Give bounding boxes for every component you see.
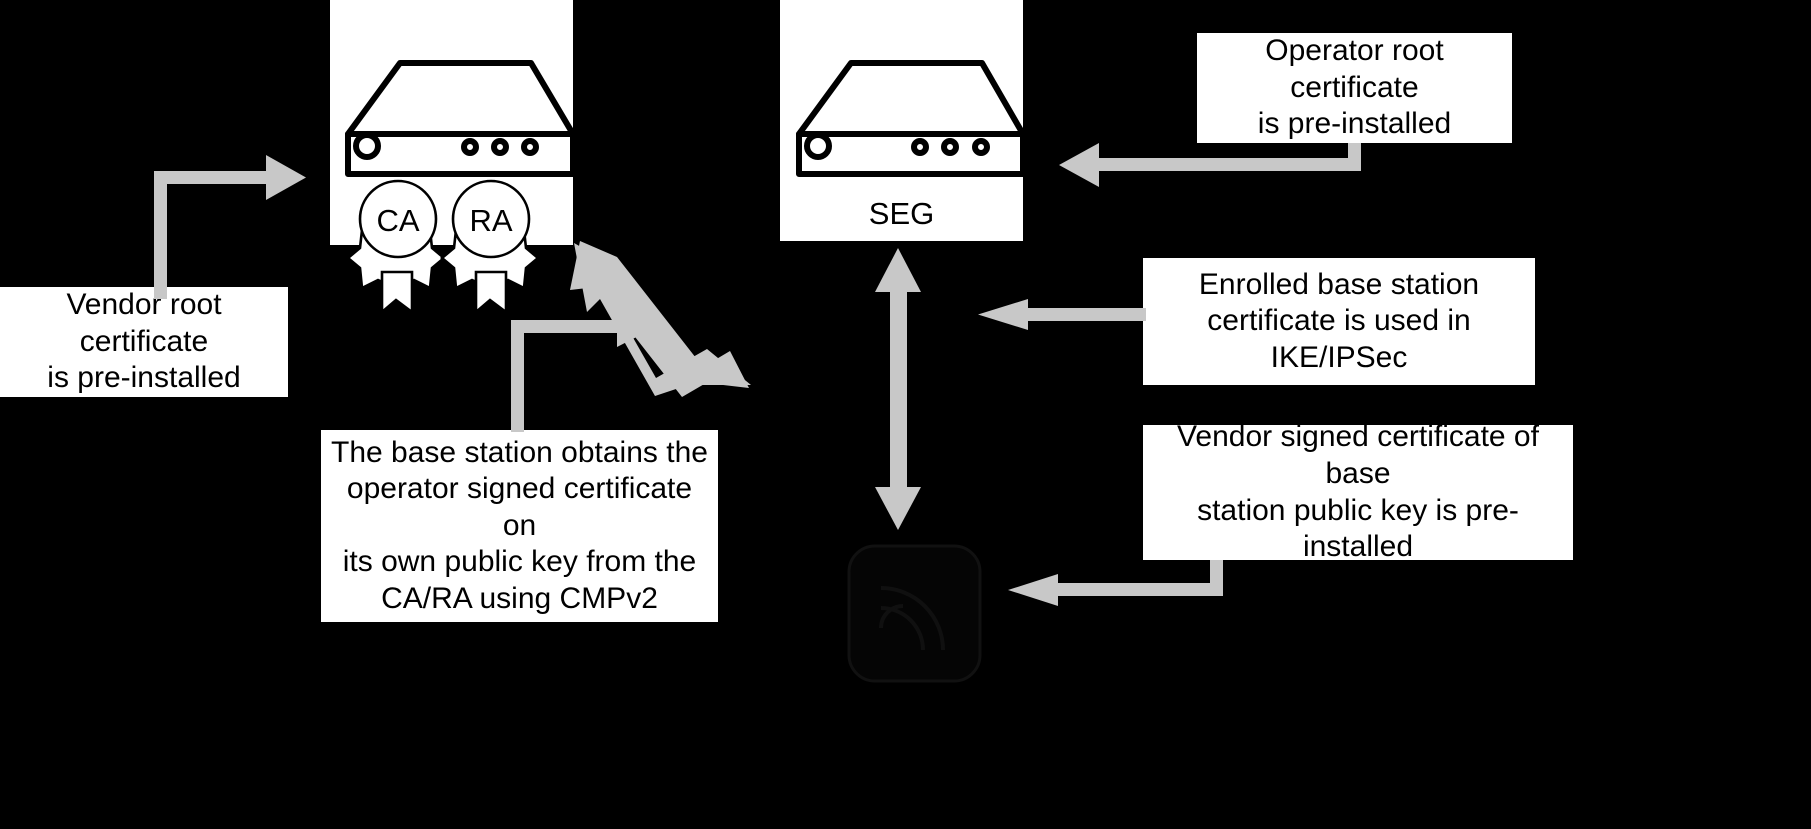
callout-enrolled-base-station-certificate: Enrolled base station certificate is use… bbox=[1143, 258, 1535, 385]
seg-label: SEG bbox=[868, 196, 935, 231]
callout-text: Vendor root certificate is pre-installed bbox=[0, 287, 288, 397]
connector-enrolled-cert-to-seg-link bbox=[978, 299, 1146, 330]
callout-line: Vendor root certificate bbox=[66, 288, 222, 358]
callout-operator-root-certificate: Operator root certificate is pre-install… bbox=[1197, 33, 1512, 143]
callout-text: The base station obtains the operator si… bbox=[321, 435, 718, 618]
callout-line: Operator root certificate bbox=[1265, 34, 1444, 104]
connector-seg-to-base-station-vertical bbox=[875, 248, 921, 530]
callout-vendor-root-certificate: Vendor root certificate is pre-installed bbox=[0, 287, 288, 397]
callout-line: The base station obtains the bbox=[331, 435, 708, 469]
callout-line: is pre-installed bbox=[1257, 107, 1452, 141]
callout-cmpv2-enrolment: The base station obtains the operator si… bbox=[321, 430, 718, 622]
callout-line: its own public key from the bbox=[342, 545, 697, 579]
callout-text: Enrolled base station certificate is use… bbox=[1143, 267, 1535, 377]
connector-cmpv2-to-link bbox=[511, 306, 657, 432]
callout-line: operator signed certificate on bbox=[346, 472, 693, 542]
callout-line: certificate is used in IKE/IPSec bbox=[1207, 304, 1471, 374]
callout-line: station public key is pre-installed bbox=[1197, 493, 1519, 564]
callout-text: Vendor signed certificate of base statio… bbox=[1143, 419, 1573, 565]
callout-vendor-signed-certificate: Vendor signed certificate of base statio… bbox=[1143, 420, 1573, 563]
callout-line: CA/RA using CMPv2 bbox=[381, 581, 658, 615]
callout-line: is pre-installed bbox=[47, 361, 241, 395]
connector-ca-ra-to-seg-diagonal bbox=[570, 241, 751, 397]
callout-line: Vendor signed certificate of base bbox=[1177, 420, 1539, 490]
base-station-antenna-icon bbox=[847, 544, 982, 683]
base-station-ca-ra-panel bbox=[330, 0, 573, 245]
callout-line: Enrolled base station bbox=[1198, 267, 1480, 301]
callout-text: Operator root certificate is pre-install… bbox=[1197, 33, 1512, 143]
connector-vendor-signed-to-base-station bbox=[1008, 560, 1223, 606]
connector-operator-root-to-seg bbox=[1059, 143, 1361, 187]
connector-vendor-root-to-ca-ra bbox=[154, 155, 306, 299]
